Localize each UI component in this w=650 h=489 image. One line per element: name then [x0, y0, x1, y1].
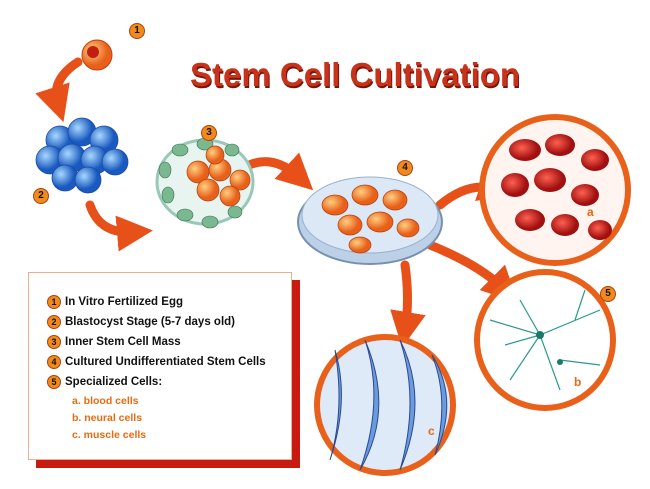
legend-item: 3 Inner Stem Cell Mass — [47, 335, 181, 349]
neural-cells-circle — [474, 269, 616, 411]
number-badge-icon: 3 — [47, 335, 61, 349]
number-badge-icon: 1 — [47, 295, 61, 309]
arrow-dish-to-neural — [425, 240, 518, 303]
culture-dish — [297, 176, 443, 265]
blood-cells-circle — [479, 114, 631, 266]
fertilized-egg — [81, 39, 113, 71]
legend-item: 1 In Vitro Fertilized Egg — [47, 295, 183, 309]
number-badge-icon: 2 — [47, 315, 61, 329]
muscle-cells-circle — [314, 334, 456, 476]
diagram-title: Stem Cell Cultivation — [190, 56, 521, 93]
label-c: c — [428, 424, 435, 438]
legend-label: Specialized Cells: — [65, 376, 163, 388]
step-marker-3: 3 — [201, 125, 217, 141]
legend-box: 1 In Vitro Fertilized Egg 2 Blastocyst Sta… — [28, 272, 292, 460]
legend-item: 5 Specialized Cells: — [47, 375, 162, 389]
step-marker-2: 2 — [33, 188, 49, 204]
step-marker-5: 5 — [600, 286, 616, 302]
legend-label: Blastocyst Stage (5-7 days old) — [65, 316, 235, 328]
blastocyst-cluster — [35, 117, 129, 194]
legend-label: Cultured Undifferentiated Stem Cells — [65, 356, 266, 368]
arrow-dish-to-muscle — [390, 260, 426, 348]
number-badge-icon: 4 — [47, 355, 61, 369]
arrow-blastocyst-to-mass — [85, 200, 153, 252]
legend-label: In Vitro Fertilized Egg — [65, 296, 183, 308]
label-a: a — [587, 205, 594, 219]
legend-label: Inner Stem Cell Mass — [65, 336, 181, 348]
legend-item: 2 Blastocyst Stage (5-7 days old) — [47, 315, 235, 329]
legend-subitem-blood: a. blood cells — [72, 395, 139, 407]
legend-subitem-neural: b. neural cells — [72, 412, 143, 424]
number-badge-icon: 5 — [47, 375, 61, 389]
step-marker-1: 1 — [129, 23, 145, 39]
step-marker-4: 4 — [397, 160, 413, 176]
arrow-egg-to-blastocyst — [35, 57, 83, 123]
inner-cell-mass — [155, 137, 255, 229]
legend-subitem-muscle: c. muscle cells — [72, 429, 147, 441]
label-b: b — [574, 375, 582, 389]
legend-item: 4 Cultured Undifferentiated Stem Cells — [47, 355, 266, 369]
